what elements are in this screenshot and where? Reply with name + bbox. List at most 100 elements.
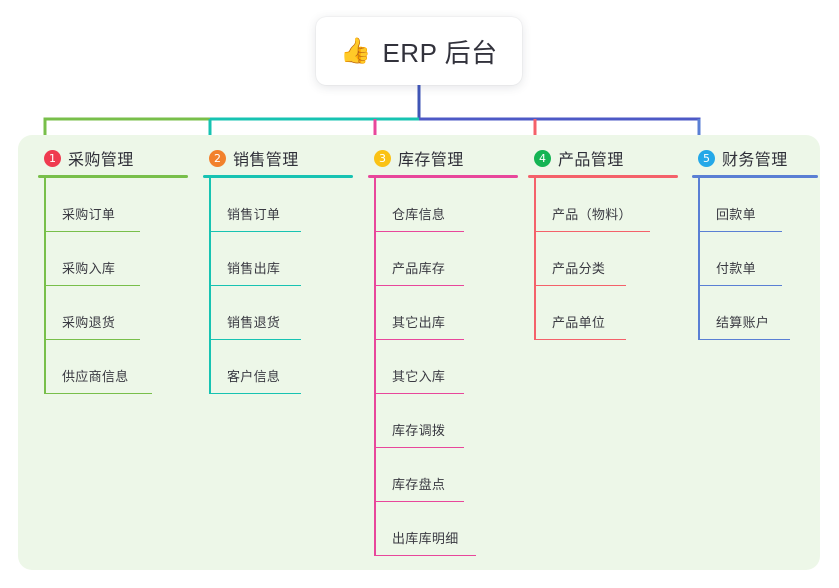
- branch-title: 库存管理: [398, 152, 464, 169]
- leaf-rule: [209, 338, 301, 340]
- leaf-node[interactable]: 付款单: [692, 232, 818, 286]
- leaf-label: 出库库明细: [392, 531, 459, 546]
- branch-children: 采购订单采购入库采购退货供应商信息: [38, 178, 188, 394]
- branch-column: 3 库存管理 仓库信息产品库存其它出库其它入库库存调拨库存盘点出库库明细: [368, 146, 518, 556]
- leaf-rule: [209, 392, 301, 394]
- leaf-label: 产品库存: [392, 261, 446, 276]
- leaf-rule: [534, 338, 626, 340]
- leaf-node[interactable]: 库存盘点: [368, 448, 518, 502]
- branch-header[interactable]: 5 财务管理: [692, 146, 818, 170]
- leaf-label: 付款单: [716, 261, 756, 276]
- branch-column: 4 产品管理 产品（物料） 产品分类产品单位: [528, 146, 678, 340]
- branch-children: 仓库信息产品库存其它出库其它入库库存调拨库存盘点出库库明细: [368, 178, 518, 556]
- leaf-label: 产品（物料）: [552, 207, 632, 222]
- branch-title: 采购管理: [68, 152, 134, 169]
- branch-rule: [368, 175, 518, 178]
- leaf-label: 客户信息: [227, 369, 281, 384]
- branch-title: 财务管理: [722, 152, 788, 169]
- leaf-label: 采购入库: [62, 261, 116, 276]
- leaf-node[interactable]: 产品库存: [368, 232, 518, 286]
- leaf-label: 仓库信息: [392, 207, 446, 222]
- leaf-label: 产品单位: [552, 315, 606, 330]
- leaf-rule: [374, 230, 464, 232]
- leaf-rule: [374, 284, 464, 286]
- root-node-content: 👍 ERP 后台: [340, 33, 497, 70]
- leaf-node[interactable]: 客户信息: [203, 340, 353, 394]
- leaf-label: 结算账户: [716, 315, 770, 330]
- leaf-node[interactable]: 产品分类: [528, 232, 678, 286]
- leaf-rule: [374, 500, 464, 502]
- branch-rule: [528, 175, 678, 178]
- root-node-erp-backend[interactable]: 👍 ERP 后台: [316, 17, 522, 85]
- leaf-label: 供应商信息: [62, 369, 129, 384]
- leaf-rule: [698, 284, 782, 286]
- leaf-rule: [209, 230, 301, 232]
- branch-column: 5 财务管理 回款单付款单结算账户: [692, 146, 818, 340]
- leaf-node[interactable]: 供应商信息: [38, 340, 188, 394]
- thumbs-up-icon: 👍: [340, 36, 372, 65]
- leaf-label: 其它出库: [392, 315, 446, 330]
- branch-children: 销售订单销售出库销售退货客户信息: [203, 178, 353, 394]
- branch-spine: [44, 178, 46, 394]
- leaf-label: 销售出库: [227, 261, 281, 276]
- leaf-node[interactable]: 采购退货: [38, 286, 188, 340]
- branch-panel: [18, 135, 820, 570]
- leaf-rule: [44, 230, 140, 232]
- branch-header[interactable]: 3 库存管理: [368, 146, 518, 170]
- leaf-node[interactable]: 产品单位: [528, 286, 678, 340]
- branch-title: 销售管理: [233, 152, 299, 169]
- leaf-rule: [44, 392, 152, 394]
- leaf-node[interactable]: 销售退货: [203, 286, 353, 340]
- leaf-node[interactable]: 销售出库: [203, 232, 353, 286]
- leaf-node[interactable]: 库存调拨: [368, 394, 518, 448]
- branch-badge: 3: [374, 149, 391, 167]
- leaf-node[interactable]: 其它出库: [368, 286, 518, 340]
- branch-column: 2 销售管理 销售订单销售出库销售退货客户信息: [203, 146, 353, 394]
- branch-spine: [534, 178, 536, 340]
- leaf-label: 采购订单: [62, 207, 116, 222]
- leaf-label: 库存调拨: [392, 423, 446, 438]
- branch-spine: [209, 178, 211, 394]
- leaf-node[interactable]: 采购入库: [38, 232, 188, 286]
- leaf-node[interactable]: 仓库信息: [368, 178, 518, 232]
- leaf-rule: [374, 446, 464, 448]
- leaf-node[interactable]: 销售订单: [203, 178, 353, 232]
- leaf-node[interactable]: 产品（物料）: [528, 178, 678, 232]
- branch-children: 产品（物料） 产品分类产品单位: [528, 178, 678, 340]
- leaf-label: 回款单: [716, 207, 756, 222]
- leaf-label: 采购退货: [62, 315, 116, 330]
- branch-badge: 2: [209, 149, 226, 167]
- branch-badge: 4: [534, 149, 551, 167]
- leaf-label: 库存盘点: [392, 477, 446, 492]
- leaf-rule: [698, 338, 790, 340]
- leaf-node[interactable]: 回款单: [692, 178, 818, 232]
- leaf-node[interactable]: 出库库明细: [368, 502, 518, 556]
- branch-badge: 5: [698, 149, 715, 167]
- leaf-node[interactable]: 其它入库: [368, 340, 518, 394]
- leaf-rule: [374, 392, 464, 394]
- branch-rule: [203, 175, 353, 178]
- branch-children: 回款单付款单结算账户: [692, 178, 818, 340]
- branch-header[interactable]: 1 采购管理: [38, 146, 188, 170]
- leaf-rule: [534, 230, 650, 232]
- leaf-rule: [374, 554, 476, 556]
- branch-badge: 1: [44, 149, 61, 167]
- leaf-rule: [44, 284, 140, 286]
- leaf-rule: [534, 284, 626, 286]
- branch-header[interactable]: 4 产品管理: [528, 146, 678, 170]
- root-node-label: ERP 后台: [382, 37, 498, 68]
- leaf-rule: [44, 338, 140, 340]
- leaf-label: 销售订单: [227, 207, 281, 222]
- branch-header[interactable]: 2 销售管理: [203, 146, 353, 170]
- leaf-rule: [698, 230, 782, 232]
- leaf-rule: [374, 338, 464, 340]
- branch-rule: [38, 175, 188, 178]
- branch-spine: [374, 178, 376, 556]
- branch-spine: [698, 178, 700, 340]
- branch-column: 1 采购管理 采购订单采购入库采购退货供应商信息: [38, 146, 188, 394]
- leaf-node[interactable]: 采购订单: [38, 178, 188, 232]
- leaf-node[interactable]: 结算账户: [692, 286, 818, 340]
- leaf-rule: [209, 284, 301, 286]
- leaf-label: 销售退货: [227, 315, 281, 330]
